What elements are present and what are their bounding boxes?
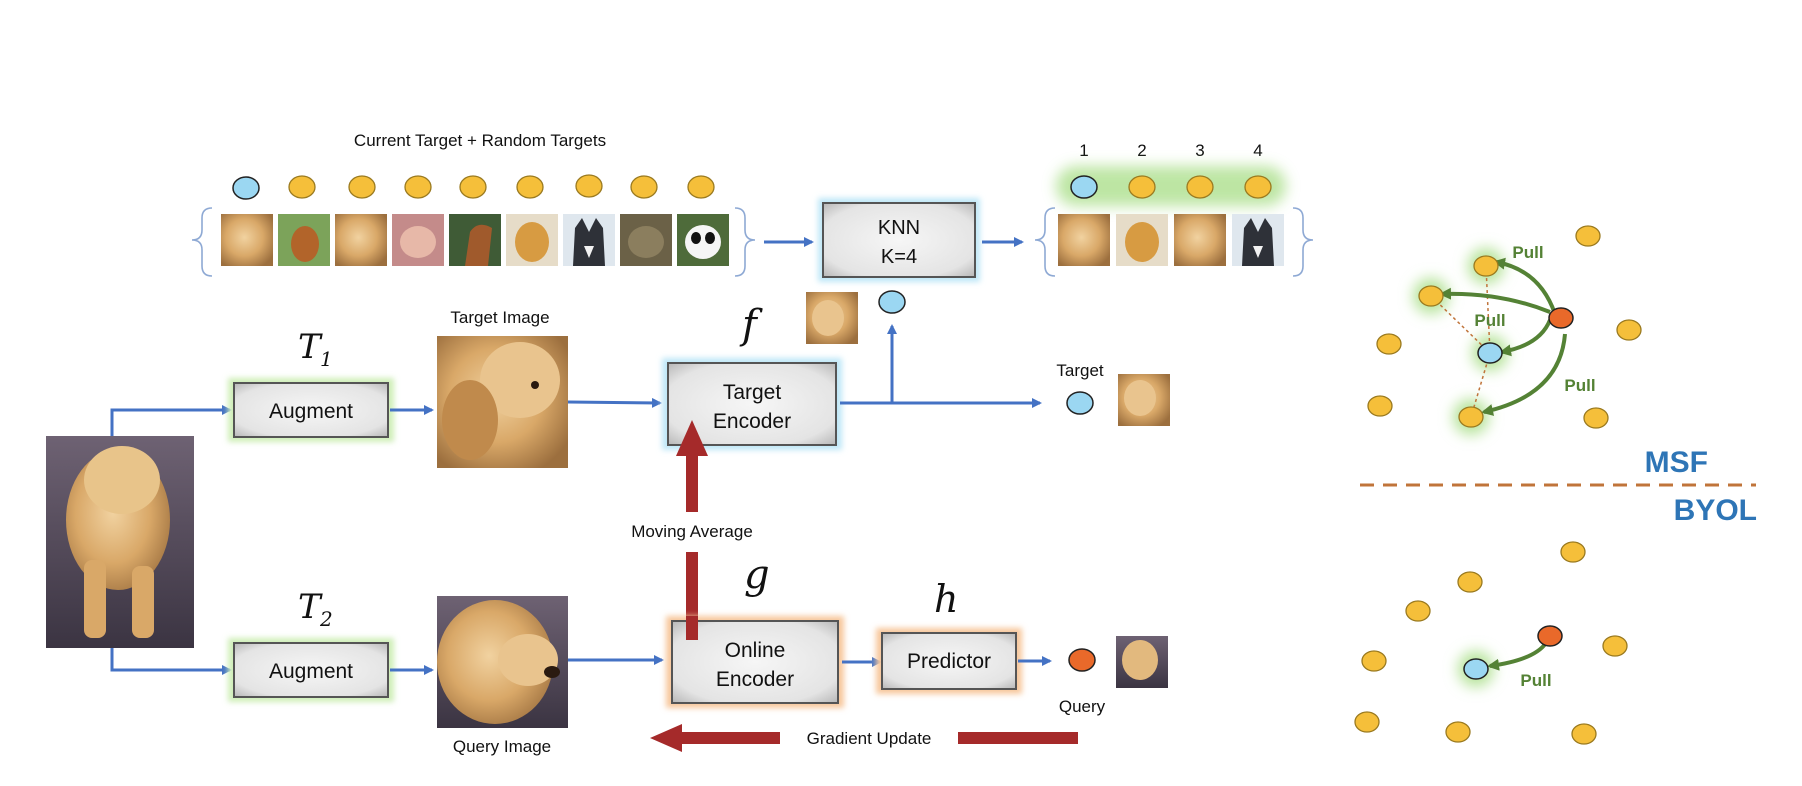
brace-right: [734, 207, 756, 277]
augment-box-top: [233, 382, 389, 438]
f-symbol: f: [739, 302, 763, 348]
random-target-dot: [575, 174, 603, 198]
t2-symbol: T: [298, 587, 323, 627]
knn-box: [822, 202, 976, 278]
online-encoder-box: [671, 620, 839, 704]
arrow-to-augment-bottom: [110, 648, 232, 675]
knn-neighbor-images: [1058, 214, 1284, 266]
random-target-dot: [404, 175, 432, 199]
neighbor-number: 2: [1137, 141, 1146, 160]
query-label: Query: [1059, 697, 1106, 716]
g-symbol: g: [744, 552, 770, 598]
random-target-dot: [288, 175, 316, 199]
random-target-images: [221, 214, 729, 266]
byol-label: BYOL: [1674, 494, 1757, 527]
moving-average-arrow-shaft: [686, 456, 698, 512]
query-image: [437, 596, 568, 728]
arrow-to-augment-top: [110, 405, 232, 436]
neighbor-number: 4: [1253, 141, 1262, 160]
source-image: [46, 436, 194, 648]
pull-label: Pull: [1474, 311, 1505, 330]
neighbor-dot: [1070, 175, 1098, 199]
current-target-dot: [232, 176, 260, 200]
predictor-box: [881, 632, 1017, 690]
msf-label: MSF: [1645, 446, 1708, 479]
target-dots: [232, 174, 715, 200]
augment-label-bottom: Augment: [269, 660, 353, 683]
byol-panel: Pull: [1354, 541, 1628, 745]
neighbor-number: 1: [1079, 141, 1088, 160]
target-label: Target: [1056, 361, 1104, 380]
gradient-update-arrow-left: [650, 724, 780, 752]
thumb-dog: [221, 214, 273, 266]
t1-symbol: T: [298, 327, 323, 367]
online-encoder-label-1: Online: [725, 639, 786, 662]
online-encoder-label-2: Encoder: [716, 668, 794, 691]
knn-k-label: K=4: [881, 246, 917, 268]
augment-label-top: Augment: [269, 400, 353, 423]
random-target-dot: [348, 175, 376, 199]
embedding-dot: [878, 290, 906, 314]
query-image-label: Query Image: [453, 737, 551, 756]
brace-left: [191, 207, 213, 277]
pull-label: Pull: [1564, 376, 1595, 395]
random-targets-title: Current Target + Random Targets: [354, 131, 606, 150]
arrow-to-target-encoder: [567, 397, 662, 408]
knn-neighbor-dots: [1056, 166, 1286, 206]
pull-label: Pull: [1512, 243, 1543, 262]
target-image-label: Target Image: [450, 308, 549, 327]
query-thumbnail: [1116, 636, 1168, 688]
neighbor-dot: [1128, 175, 1156, 199]
brace-right: [1292, 207, 1314, 277]
pull-arrow: [1481, 333, 1567, 416]
target-encoder-label-1: Target: [723, 381, 782, 404]
augment-box-bottom: [233, 642, 389, 698]
gradient-update-arrow-right: [958, 732, 1078, 744]
neighbor-dot: [1186, 175, 1214, 199]
random-target-dot: [687, 175, 715, 199]
moving-average-label: Moving Average: [631, 522, 753, 541]
target-image: [437, 336, 568, 468]
neighbor-number: 3: [1195, 141, 1204, 160]
pull-arrow: [1439, 287, 1551, 314]
thumb-dog: [335, 214, 387, 266]
target-encoder-label-2: Encoder: [713, 410, 791, 433]
embedding-image: [806, 292, 858, 344]
knn-label: KNN: [878, 217, 920, 239]
pull-arrow: [1493, 257, 1557, 315]
query-dot: [1068, 648, 1096, 672]
random-target-dot: [630, 175, 658, 199]
h-symbol: h: [934, 577, 958, 621]
random-target-dot: [459, 175, 487, 199]
predictor-label: Predictor: [907, 650, 991, 673]
target-dot: [1066, 391, 1094, 415]
brace-left: [1034, 207, 1056, 277]
random-target-dot: [516, 175, 544, 199]
thumb-dog: [1058, 214, 1110, 266]
thumb-dog: [1174, 214, 1226, 266]
gradient-update-label: Gradient Update: [807, 729, 932, 748]
neighbor-dot: [1244, 175, 1272, 199]
pull-label: Pull: [1520, 671, 1551, 690]
moving-average-arrow-head: [676, 420, 708, 456]
pull-arrow: [1487, 641, 1548, 671]
pull-arrow: [1499, 319, 1552, 357]
target-thumbnail: [1118, 374, 1170, 426]
t1-subscript: 1: [320, 347, 333, 371]
t2-subscript: 2: [319, 607, 333, 631]
msf-panel: Pull Pull Pull: [1367, 225, 1642, 435]
